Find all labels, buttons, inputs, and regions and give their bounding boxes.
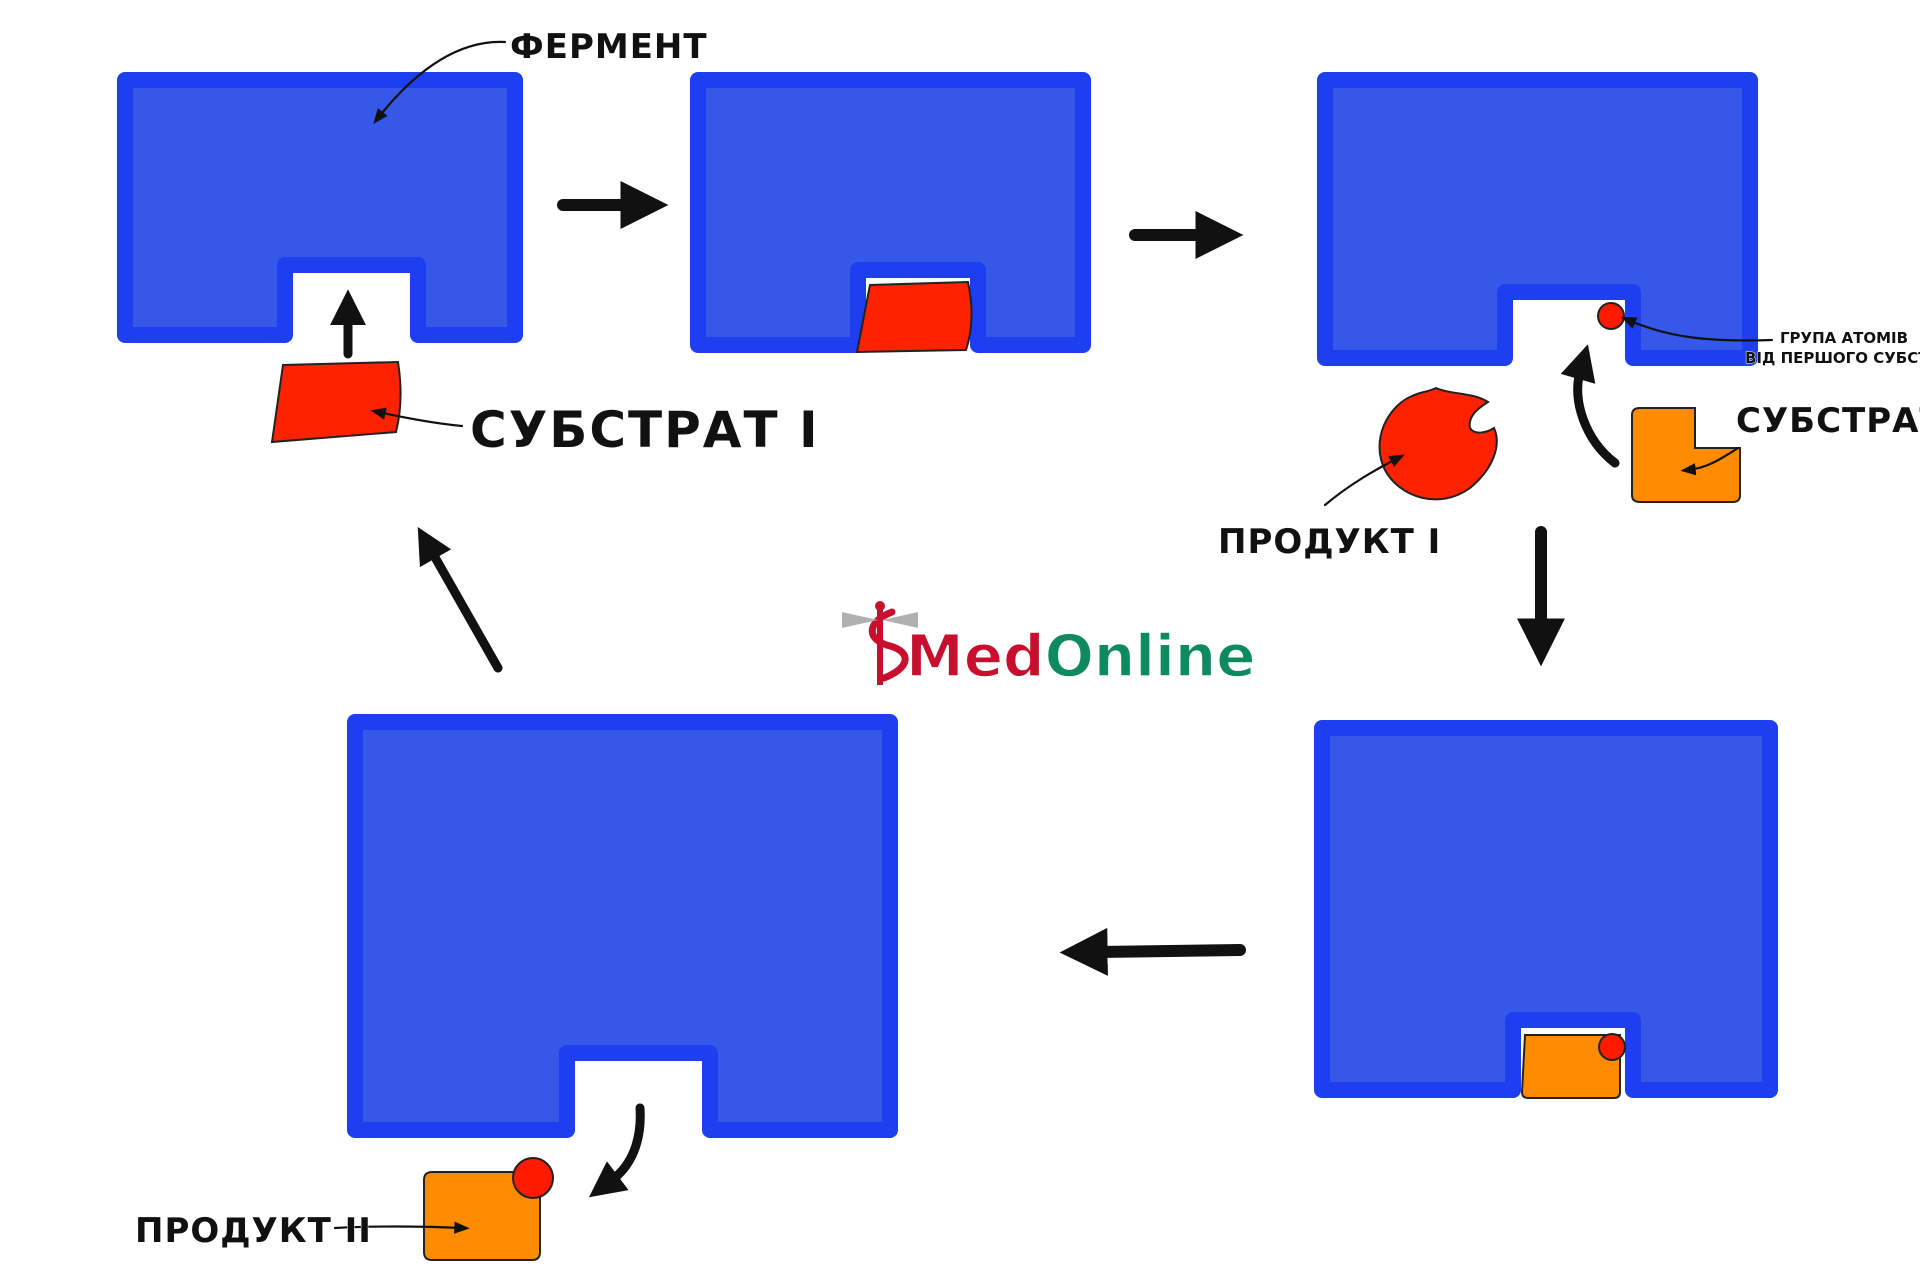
product-2-shape [423, 1171, 541, 1261]
logo-text-online: Online [1045, 622, 1256, 690]
atom-group-bound-stage-3 [1597, 302, 1625, 330]
enzyme-stage-2 [690, 72, 1091, 353]
enzyme-stage-3 [1317, 72, 1758, 366]
enzyme-label: ФЕРМЕНТ [510, 27, 708, 67]
caduceus-icon [842, 601, 918, 685]
substrate-2-bound [1520, 1034, 1621, 1099]
arrow-substrate-2-binding [1560, 344, 1620, 468]
pointer-enzyme [373, 40, 507, 125]
enzyme-stage-5 [347, 714, 898, 1138]
svg-text:MedOnline: MedOnline [906, 622, 1256, 690]
atom-group-bound-stage-4 [1598, 1033, 1626, 1061]
label-pointers [333, 40, 1774, 1234]
atom-group-product-2 [512, 1157, 554, 1199]
pointer-atom-group [1620, 316, 1774, 342]
substrate-2-label: СУБСТРАТ II [1736, 401, 1920, 441]
enzyme-stage-1 [117, 72, 523, 343]
enzyme-shape [690, 72, 1091, 353]
atom-group-label-line-1: ГРУПА АТОМІВ [1780, 329, 1908, 347]
product-2-label: ПРОДУКТ II [135, 1211, 372, 1251]
arrow-stage-4-to-5 [1059, 927, 1246, 976]
substrate-1-label: СУБСТРАТ I [470, 401, 820, 459]
enzyme-shape [117, 72, 523, 343]
medonline-logo: MedOnline [842, 601, 1256, 691]
logo-text-med: Med [906, 622, 1045, 690]
enzyme-shape [347, 714, 898, 1138]
product-1-shape [1378, 386, 1498, 501]
substrate-1-bound [855, 280, 973, 354]
pointer-product-2 [333, 1221, 470, 1234]
product-1-label: ПРОДУКТ I [1218, 522, 1441, 562]
pointer-substrate-1 [370, 407, 464, 428]
pointer-substrate-2 [1680, 446, 1740, 476]
enzyme-stage-4 [1314, 720, 1778, 1098]
flow-arrows [330, 181, 1620, 1198]
substrate-2-shape [1631, 407, 1741, 503]
pointer-product-1 [1323, 454, 1405, 507]
enzyme-shape [1314, 720, 1778, 1098]
atom-group-label-line-2: ВІД ПЕРШОГО СУБСТРАТА [1745, 349, 1920, 367]
substrate-1-shape [270, 360, 402, 444]
arrow-product-2-release [588, 1103, 645, 1198]
enzyme-shape [1317, 72, 1758, 366]
arrow-stage-5-to-1 [417, 526, 503, 673]
